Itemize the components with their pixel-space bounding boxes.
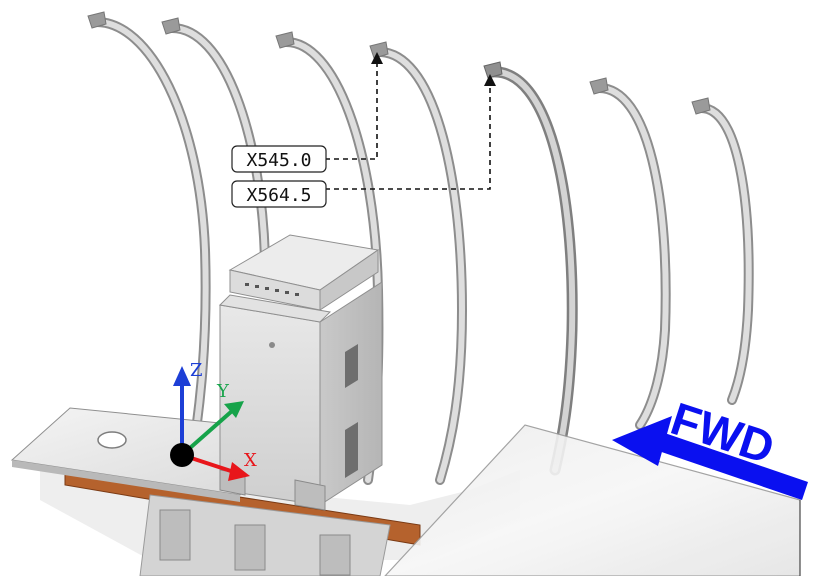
leader-x564 [325,85,491,190]
arrowhead-x564 [484,74,496,86]
callout-label-x564: X564.5 [246,185,311,206]
y-axis-arrowhead [224,401,244,418]
axis-origin [170,443,194,467]
callout-label-x545: X545.0 [246,150,311,171]
floor-panel-right [384,424,801,576]
z-axis-label: Z [190,360,203,381]
rack-connectors [245,283,299,296]
equipment-rack [218,234,383,511]
fuselage-frames [87,11,754,485]
frame-7 [691,97,754,405]
frame-5 [483,61,578,476]
frame-2 [161,17,270,265]
fwd-arrow-head [612,416,672,466]
y-axis-label: Y [216,381,230,402]
arrowhead-x545 [371,52,383,64]
frame-1 [87,11,211,475]
frame-4 [369,41,468,485]
fwd-arrow-shaft [644,428,808,500]
x-axis-label: X [244,450,257,471]
rack-vents [345,344,358,478]
axis-triad: Z Y X [170,360,257,481]
frame-6 [589,77,671,430]
callout-x564: X564.5 [231,180,327,208]
leader-lines [325,62,491,190]
callout-x545: X545.0 [231,145,327,173]
x-axis-arrowhead [228,462,250,481]
z-axis-arrowhead [173,366,191,386]
